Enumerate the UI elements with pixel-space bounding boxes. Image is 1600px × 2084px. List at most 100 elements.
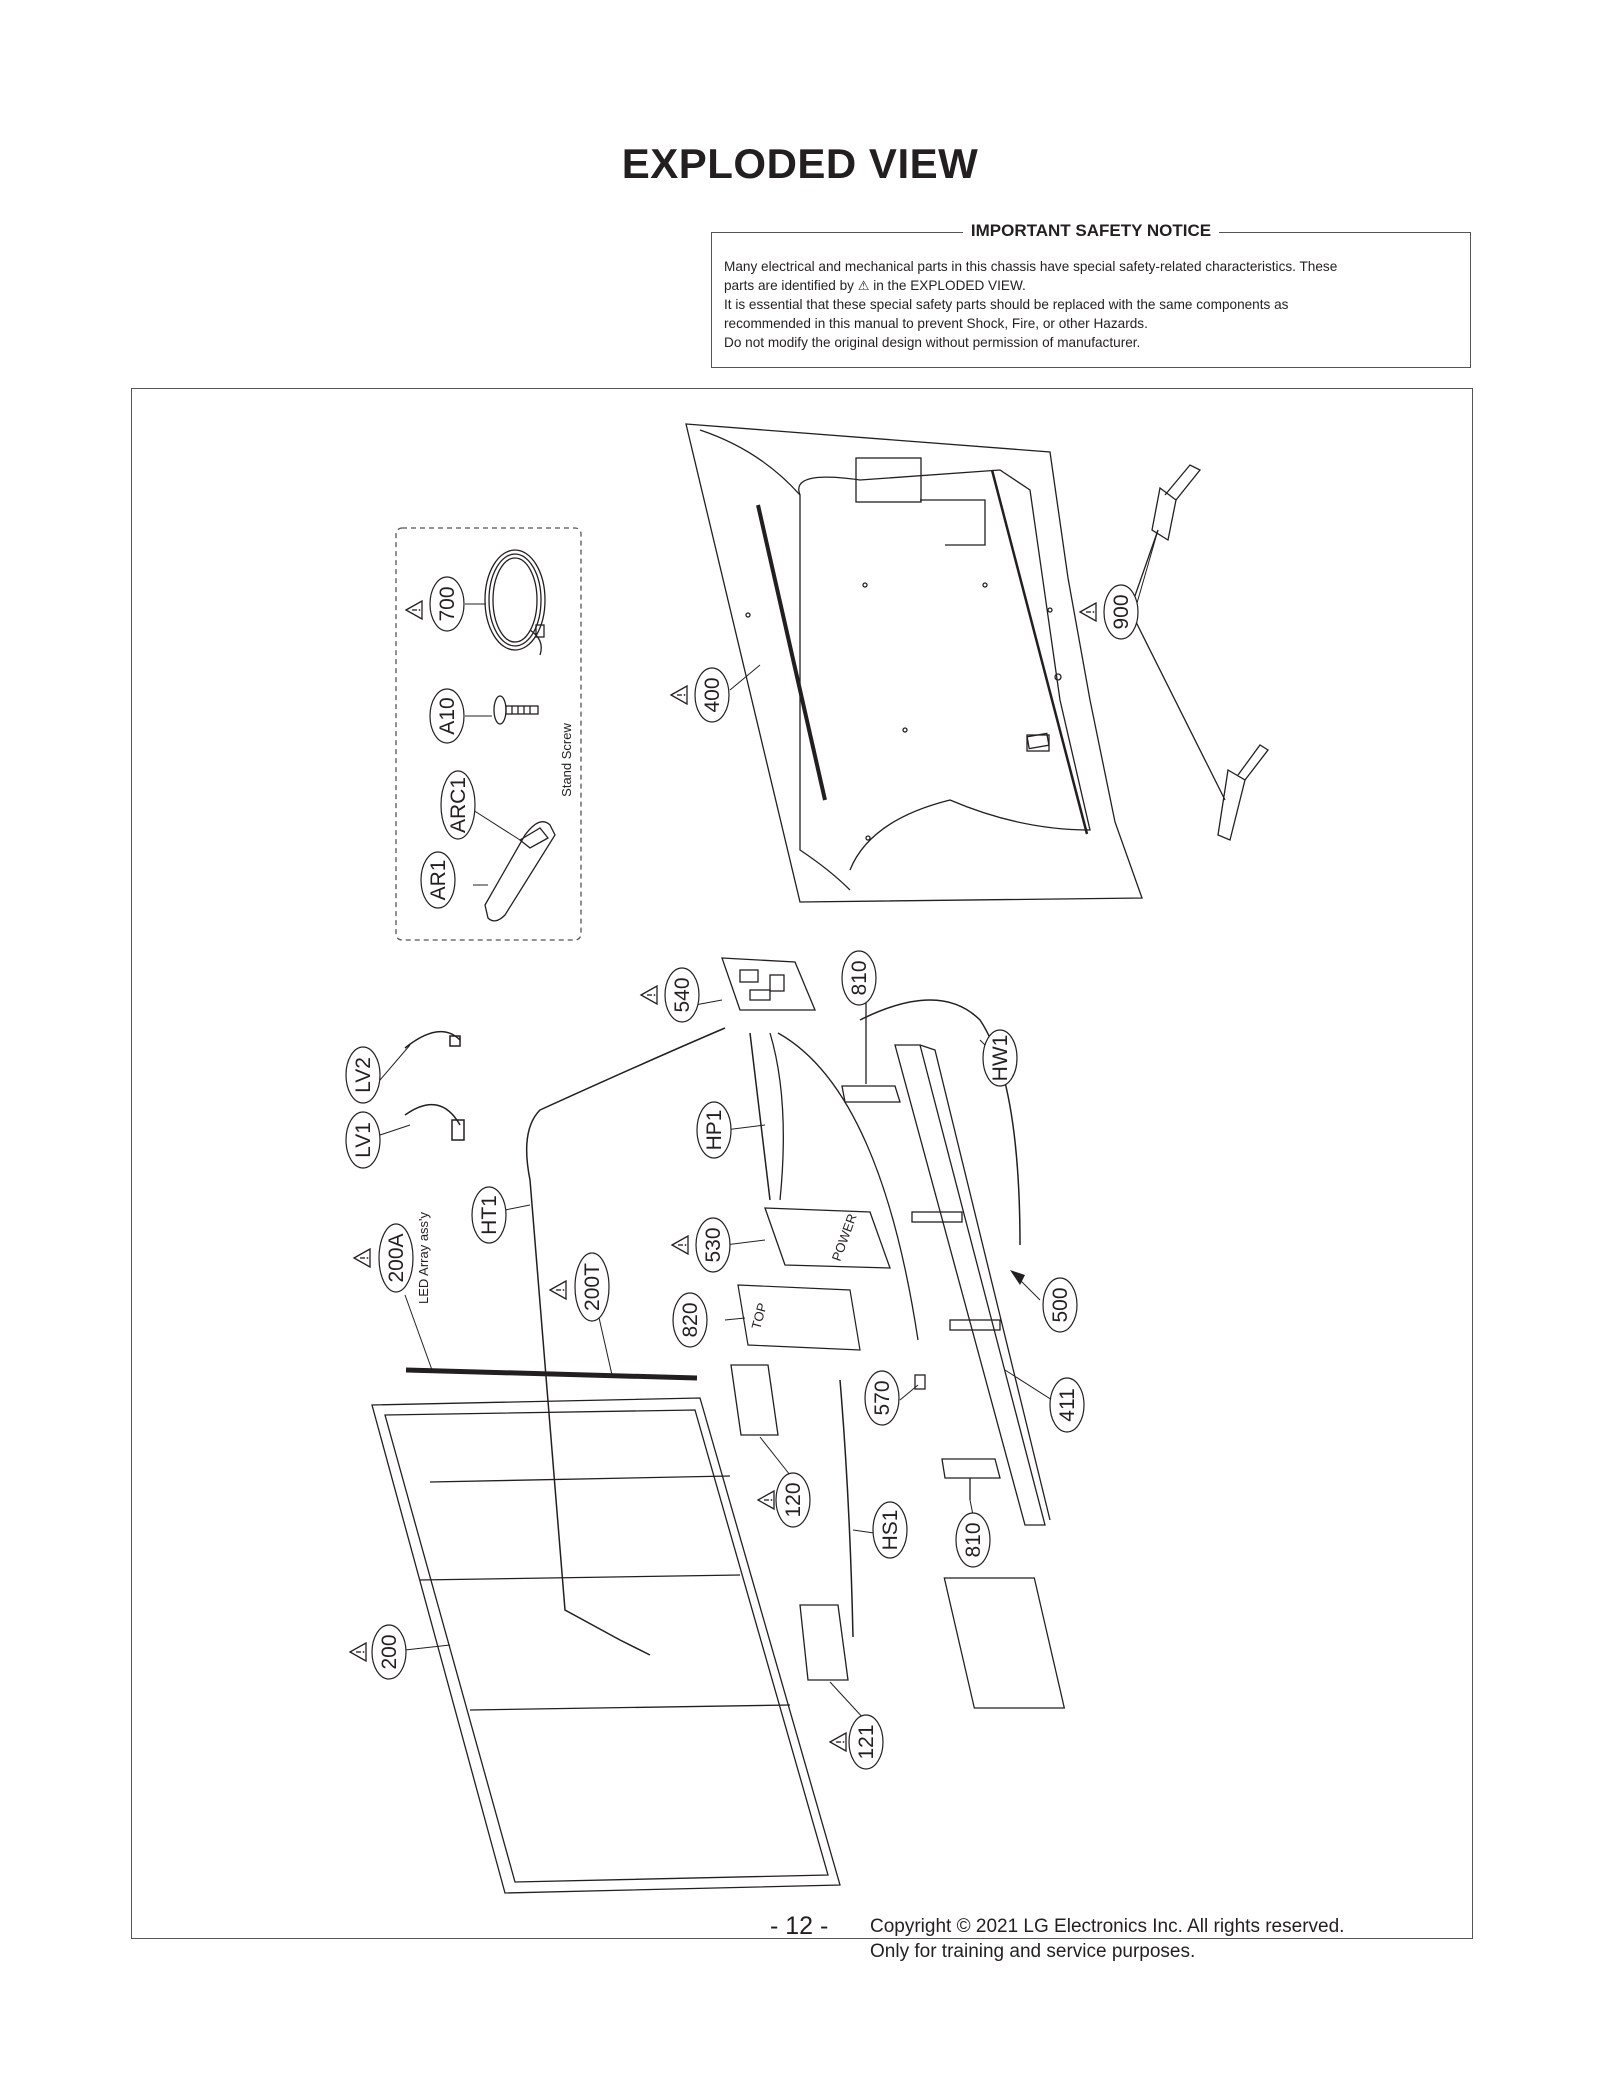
callout-400: 400 xyxy=(694,667,730,723)
power-board-530: POWER xyxy=(764,1207,891,1269)
part-570 xyxy=(914,1374,926,1390)
page-number: - 12 - xyxy=(770,1912,829,1940)
warning-icon xyxy=(829,1732,847,1752)
led-bar-200A xyxy=(405,1367,698,1381)
callout-HS1: HS1 xyxy=(872,1501,908,1559)
svg-text:900: 900 xyxy=(1110,594,1133,629)
cable-LV1 xyxy=(404,1103,465,1141)
leader-lines xyxy=(379,529,1159,1721)
svg-text:200T: 200T xyxy=(581,1263,604,1311)
svg-text:121: 121 xyxy=(855,1724,878,1759)
svg-text:HT1: HT1 xyxy=(478,1195,501,1235)
cable-LV2 xyxy=(404,1030,461,1049)
callout-ARC1: ARC1 xyxy=(440,770,476,840)
page-title: EXPLODED VIEW xyxy=(621,140,979,187)
svg-text:540: 540 xyxy=(671,977,694,1012)
back-cover-400 xyxy=(685,423,1143,903)
callout-540: 540 xyxy=(664,967,700,1023)
frame-rail-411 xyxy=(894,1044,1051,1526)
callout-LV1: LV1 xyxy=(345,1111,381,1169)
svg-text:530: 530 xyxy=(702,1227,725,1262)
svg-text:810: 810 xyxy=(962,1522,985,1557)
callout-530: 530 xyxy=(695,1217,731,1273)
callout-810-top: 810 xyxy=(841,950,877,1006)
callout-700: 700 xyxy=(429,576,465,632)
insulator-820: TOP xyxy=(737,1284,861,1351)
panel-200 xyxy=(371,1397,1066,1894)
remote-control-AR1 xyxy=(484,821,556,922)
notice-line-1: Many electrical and mechanical parts in … xyxy=(724,259,1338,274)
wire-HS1 xyxy=(839,1379,854,1638)
main-board-540 xyxy=(721,957,816,1011)
speaker-810-bottom xyxy=(941,1458,1001,1500)
power-board-label: POWER xyxy=(829,1212,860,1263)
safety-notice-box: IMPORTANT SAFETY NOTICE Many electrical … xyxy=(711,221,1471,368)
warning-icon xyxy=(671,1235,689,1255)
svg-text:400: 400 xyxy=(701,677,724,712)
callout-500: 500 xyxy=(1042,1277,1078,1333)
notice-line-5: Do not modify the original design withou… xyxy=(724,335,1141,350)
stand-screw-label: Stand Screw xyxy=(559,723,574,797)
callouts: 700 A10 ARC1 AR1 400 900 540 810 HW1 LV2… xyxy=(345,576,1139,1770)
accessory-box xyxy=(395,527,582,941)
warning-icon xyxy=(353,1248,371,1268)
speaker-box-120 xyxy=(730,1364,779,1436)
callout-200A: 200A xyxy=(378,1223,414,1293)
notice-line-3: It is essential that these special safet… xyxy=(724,297,1289,312)
safety-notice-text: Many electrical and mechanical parts in … xyxy=(724,257,1456,352)
callout-200: 200 xyxy=(371,1624,407,1680)
warning-icon xyxy=(405,600,423,620)
callout-200T: 200T xyxy=(574,1252,610,1322)
svg-text:200A: 200A xyxy=(385,1233,408,1282)
notice-line-2: parts are identified by ⚠ in the EXPLODE… xyxy=(724,278,1026,293)
svg-text:810: 810 xyxy=(848,960,871,995)
svg-text:LV2: LV2 xyxy=(352,1057,375,1093)
svg-text:A10: A10 xyxy=(436,697,459,734)
svg-text:HP1: HP1 xyxy=(703,1110,726,1151)
callout-HP1: HP1 xyxy=(696,1101,732,1159)
svg-text:ARC1: ARC1 xyxy=(447,777,470,833)
callout-LV2: LV2 xyxy=(345,1046,381,1104)
svg-text:LV1: LV1 xyxy=(352,1122,375,1158)
wire-HW1 xyxy=(859,999,1021,1246)
warning-icon xyxy=(640,985,658,1005)
svg-text:500: 500 xyxy=(1049,1287,1072,1322)
svg-text:570: 570 xyxy=(871,1380,894,1415)
power-cord-700 xyxy=(484,549,546,656)
callout-411: 411 xyxy=(1049,1377,1085,1433)
callout-810-bottom: 810 xyxy=(955,1512,991,1568)
callout-570: 570 xyxy=(864,1370,900,1426)
callout-A10: A10 xyxy=(429,688,465,744)
warning-icon xyxy=(670,685,688,705)
wire-HP1 xyxy=(749,1032,771,1201)
callout-121: 121 xyxy=(848,1714,884,1770)
led-array-label: LED Array ass'y xyxy=(416,1211,431,1304)
safety-notice-heading: IMPORTANT SAFETY NOTICE xyxy=(962,221,1220,240)
svg-text:411: 411 xyxy=(1056,1388,1079,1421)
notice-line-4: recommended in this manual to prevent Sh… xyxy=(724,316,1148,331)
warning-icon xyxy=(349,1642,367,1662)
stand-900 xyxy=(1129,464,1269,841)
callout-900: 900 xyxy=(1103,584,1139,640)
insulator-top-label: TOP xyxy=(748,1301,769,1330)
svg-text:820: 820 xyxy=(679,1302,702,1337)
svg-text:HS1: HS1 xyxy=(879,1510,902,1551)
svg-text:120: 120 xyxy=(782,1482,805,1517)
wire-HT1 xyxy=(525,1027,726,1656)
callout-AR1: AR1 xyxy=(420,851,456,909)
svg-text:200: 200 xyxy=(378,1634,401,1669)
warning-icon xyxy=(1079,602,1097,622)
callout-HW1: HW1 xyxy=(982,1029,1018,1087)
callout-120: 120 xyxy=(775,1472,811,1528)
diagram-frame xyxy=(131,388,1473,1939)
speaker-box-121 xyxy=(799,1604,849,1681)
stand-screw-A10 xyxy=(493,695,539,725)
warning-icon xyxy=(549,1280,567,1300)
speaker-810-top xyxy=(841,1000,901,1103)
svg-text:HW1: HW1 xyxy=(989,1035,1012,1082)
callout-820: 820 xyxy=(672,1292,708,1348)
copyright-notice: Copyright © 2021 LG Electronics Inc. All… xyxy=(870,1916,1345,1962)
svg-text:700: 700 xyxy=(436,586,459,621)
svg-text:AR1: AR1 xyxy=(427,860,450,901)
